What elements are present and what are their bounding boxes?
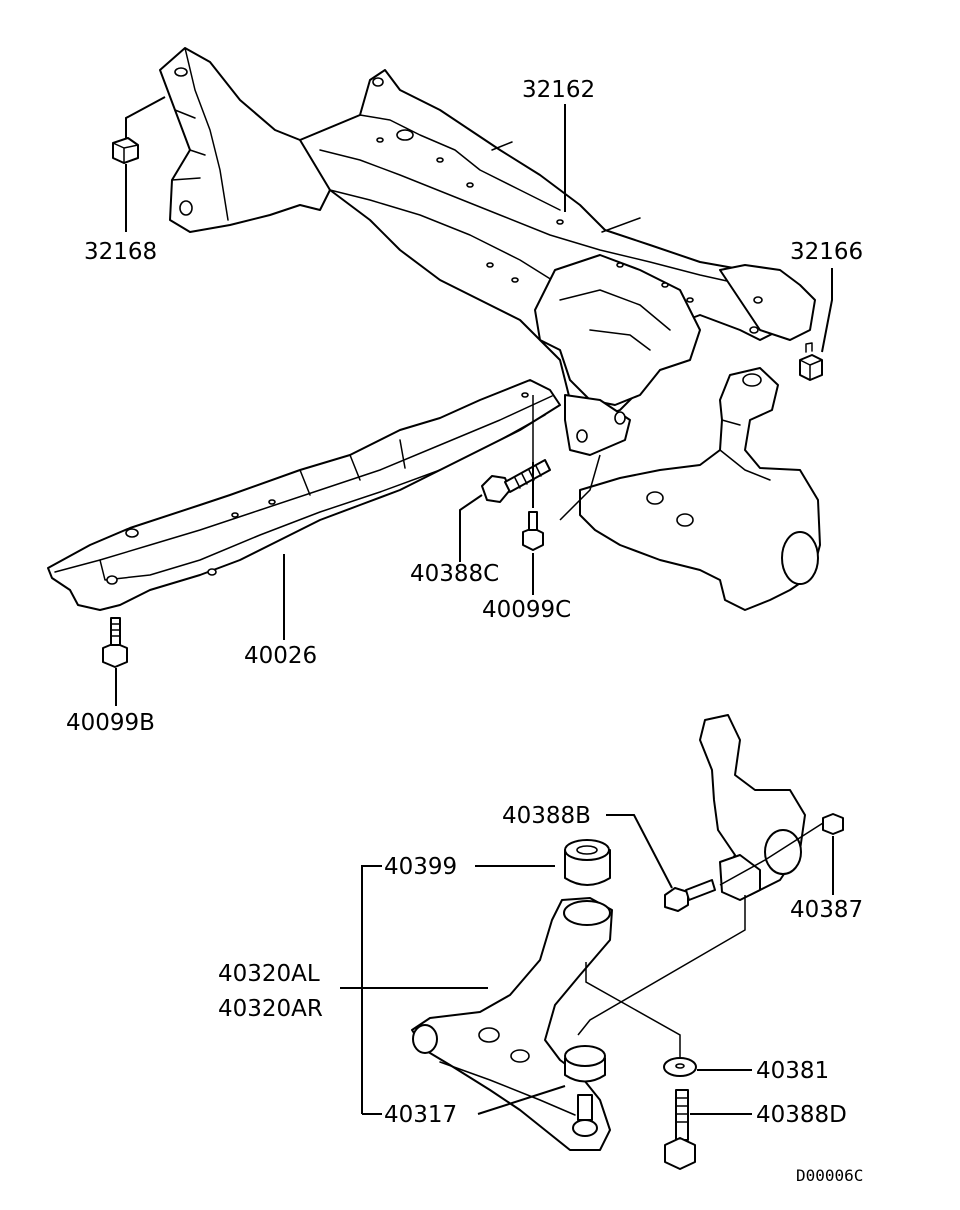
label-40388C: 40388C <box>410 561 499 587</box>
bolt-40388B[interactable] <box>664 879 716 912</box>
bolt-40099C[interactable] <box>522 511 544 551</box>
label-32162: 32162 <box>522 77 595 103</box>
label-40388B: 40388B <box>502 803 591 829</box>
nut-32166[interactable] <box>799 342 823 381</box>
bolt-40099B[interactable] <box>102 617 128 668</box>
nut-32168[interactable] <box>112 137 139 164</box>
label-40099B: 40099B <box>66 710 155 736</box>
bushing-40399[interactable] <box>564 839 611 886</box>
ball-joint-40317[interactable] <box>564 1045 606 1137</box>
bolt-40388D[interactable] <box>664 1089 696 1170</box>
label-40026: 40026 <box>244 643 317 669</box>
bolt-40388C[interactable] <box>481 459 551 503</box>
label-40381: 40381 <box>756 1058 829 1084</box>
crossmember[interactable] <box>159 47 816 456</box>
label-40099C: 40099C <box>482 597 571 623</box>
label-40388D: 40388D <box>756 1102 847 1128</box>
label-40317: 40317 <box>384 1102 457 1128</box>
leader-lines <box>115 96 834 1115</box>
callout-labels: 32162 32168 32166 40388C 40099C 40026 40… <box>66 77 863 1185</box>
label-40320AL: 40320AL <box>218 961 320 987</box>
label-40387: 40387 <box>790 897 863 923</box>
washer-40381[interactable] <box>663 1057 697 1077</box>
upper-knuckle-assembly <box>579 367 821 611</box>
nut-40387[interactable] <box>822 813 844 835</box>
rear-member[interactable] <box>47 379 561 611</box>
label-32166: 32166 <box>790 239 863 265</box>
label-40320AR: 40320AR <box>218 996 323 1022</box>
label-40399: 40399 <box>384 854 457 880</box>
diagram-code: D00006C <box>796 1166 863 1185</box>
label-32168: 32168 <box>84 239 157 265</box>
lower-knuckle <box>699 714 806 901</box>
